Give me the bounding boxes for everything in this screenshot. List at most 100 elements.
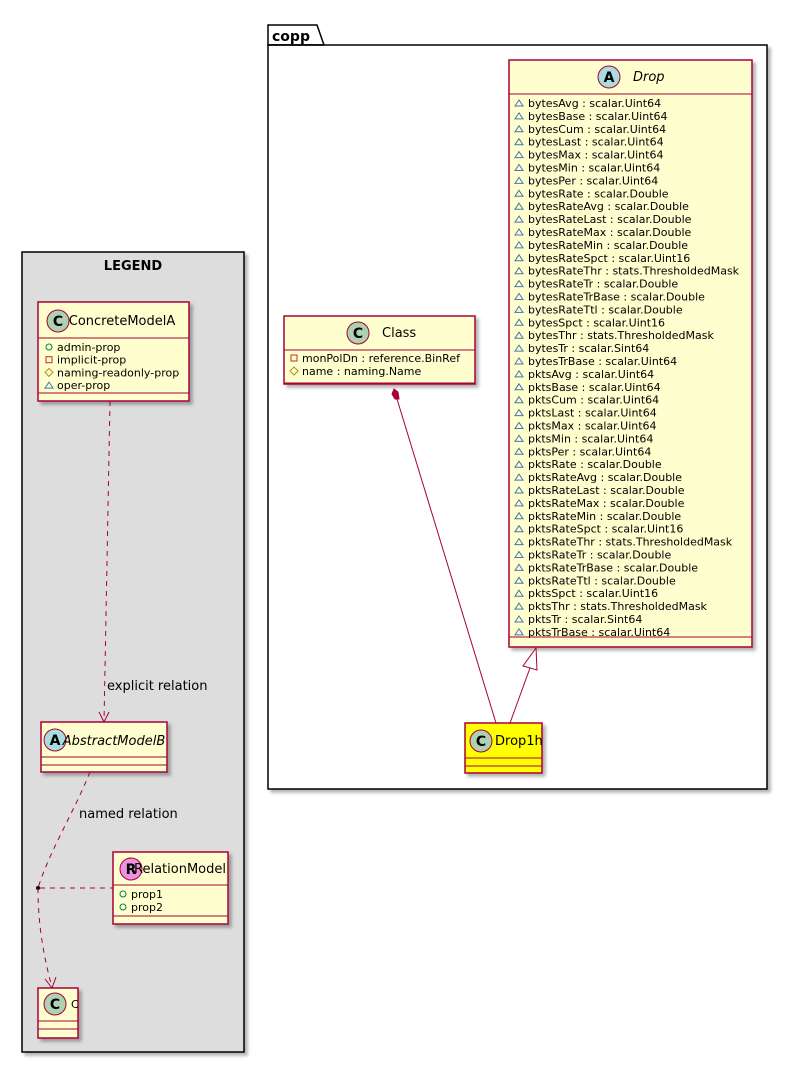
package-visibility-icon [514,473,524,481]
concrete-model-a-class[interactable]: C ConcreteModelA admin-propimplicit-prop… [37,301,190,402]
class-name: Drop1h [495,734,543,749]
package-visibility-icon [514,408,524,417]
package-visibility-icon [514,602,524,610]
package-visibility-icon [514,228,524,236]
attribute: bytesBase : scalar.Uint64 [528,110,668,123]
class-class[interactable]: C Class monPolDn : reference.BinRefname … [283,315,476,385]
package-visibility-icon [514,99,524,107]
attribute: bytesRateMax : scalar.Double [528,226,692,239]
composition-diamond [391,388,400,400]
attribute: pktsRateTr : scalar.Double [528,549,671,562]
package-visibility-icon [514,202,524,210]
attribute: pktsRateTrBase : scalar.Double [528,561,698,574]
attribute: pktsRateAvg : scalar.Double [528,471,682,484]
attribute: prop2 [131,901,163,914]
stereotype-letter: C [476,734,486,750]
class-stereotype-icon [46,309,70,333]
package-visibility-icon [514,576,524,584]
package-visibility-icon [514,369,524,378]
package-visibility-icon [514,524,524,533]
class-name: C [71,998,79,1011]
c-class[interactable]: C C [37,987,79,1039]
named-relation-label: named relation [79,807,178,822]
package-visibility-icon [514,486,524,494]
class-stereotype-icon [346,321,370,345]
package-visibility-icon [514,240,524,249]
private-visibility-icon [290,354,298,362]
attribute: bytesRate : scalar.Double [528,187,669,200]
class-name: ConcreteModelA [69,314,176,329]
attribute: pktsRateMin : scalar.Double [528,510,681,523]
package-visibility-icon [514,511,524,520]
package-visibility-icon [514,563,524,571]
class-stereotype-icon [469,729,493,753]
package-visibility-icon [514,253,524,262]
attribute: pktsLast : scalar.Uint64 [528,407,657,420]
attribute: bytesTrBase : scalar.Uint64 [528,355,677,368]
attribute: bytesMin : scalar.Uint64 [528,162,660,175]
inheritance-edge [509,646,538,724]
package-visibility-icon [514,615,524,623]
legend-title: LEGEND [104,259,163,274]
protected-visibility-icon [44,367,54,378]
stereotype-letter: A [604,70,615,86]
attribute: bytesPer : scalar.Uint64 [528,174,658,187]
package-visibility-icon [514,434,524,442]
class-stereotype-icon [43,992,67,1016]
package-visibility-icon [514,305,524,313]
attribute: pktsTrBase : scalar.Uint64 [528,626,670,639]
public-visibility-icon [45,343,53,351]
attribute: bytesMax : scalar.Uint64 [528,149,663,162]
attribute: pktsThr : stats.ThresholdedMask [528,600,708,613]
package-visibility-icon [514,447,524,455]
attribute: bytesSpct : scalar.Uint16 [528,316,665,329]
package-visibility-icon [514,382,524,391]
abstract-stereotype-icon [43,728,67,752]
package-visibility-icon [514,279,524,288]
package-visibility-icon [514,266,524,275]
attribute: pktsBase : scalar.Uint64 [528,381,661,394]
attribute: pktsRateLast : scalar.Double [528,484,685,497]
drop1h-class[interactable]: C Drop1h [464,722,543,774]
package-visibility-icon [514,395,524,404]
public-visibility-icon [119,890,127,898]
class-name: Drop [633,70,665,85]
attribute: pktsSpct : scalar.Uint16 [528,587,658,600]
package-visibility-icon [514,111,524,120]
attribute: bytesThr : stats.ThresholdedMask [528,329,714,342]
package-name: copp [272,29,310,45]
stereotype-letter: A [50,733,61,749]
package-visibility-icon [514,344,524,352]
relation-stereotype-icon [119,857,143,881]
package-visibility-icon [514,163,524,171]
package-visibility-icon [514,589,524,597]
private-visibility-icon [45,356,53,364]
attribute: implicit-prop [57,354,126,367]
attribute: naming-readonly-prop [57,366,179,379]
abstract-model-b-class[interactable]: A AbstractModelB [40,721,168,773]
stereotype-letter: C [53,314,63,330]
attribute: bytesRateAvg : scalar.Double [528,200,689,213]
attribute: bytesRateTtl : scalar.Double [528,303,683,316]
attribute: oper-prop [57,379,110,392]
attribute: bytesRateMin : scalar.Double [528,239,688,252]
attribute: bytesCum : scalar.Uint64 [528,123,666,136]
attribute: bytesRateSpct : scalar.Uint16 [528,252,690,265]
package-visibility-icon [514,421,524,429]
drop-class[interactable]: A Drop bytesAvg : scalar.Uint64bytesBase… [508,59,753,648]
package-visibility-icon [44,381,54,389]
attribute: pktsTr : scalar.Sint64 [528,613,642,626]
attribute: pktsRateSpct : scalar.Uint16 [528,523,683,536]
attribute: admin-prop [57,341,120,354]
explicit-relation-label: explicit relation [107,679,207,694]
package-visibility-icon [514,627,524,636]
package-visibility-icon [514,498,524,507]
package-visibility-icon [514,189,524,197]
stereotype-letter: C [50,997,60,1013]
attribute: name : naming.Name [302,365,422,378]
attribute: bytesRateLast : scalar.Double [528,213,692,226]
package-visibility-icon [514,460,524,468]
